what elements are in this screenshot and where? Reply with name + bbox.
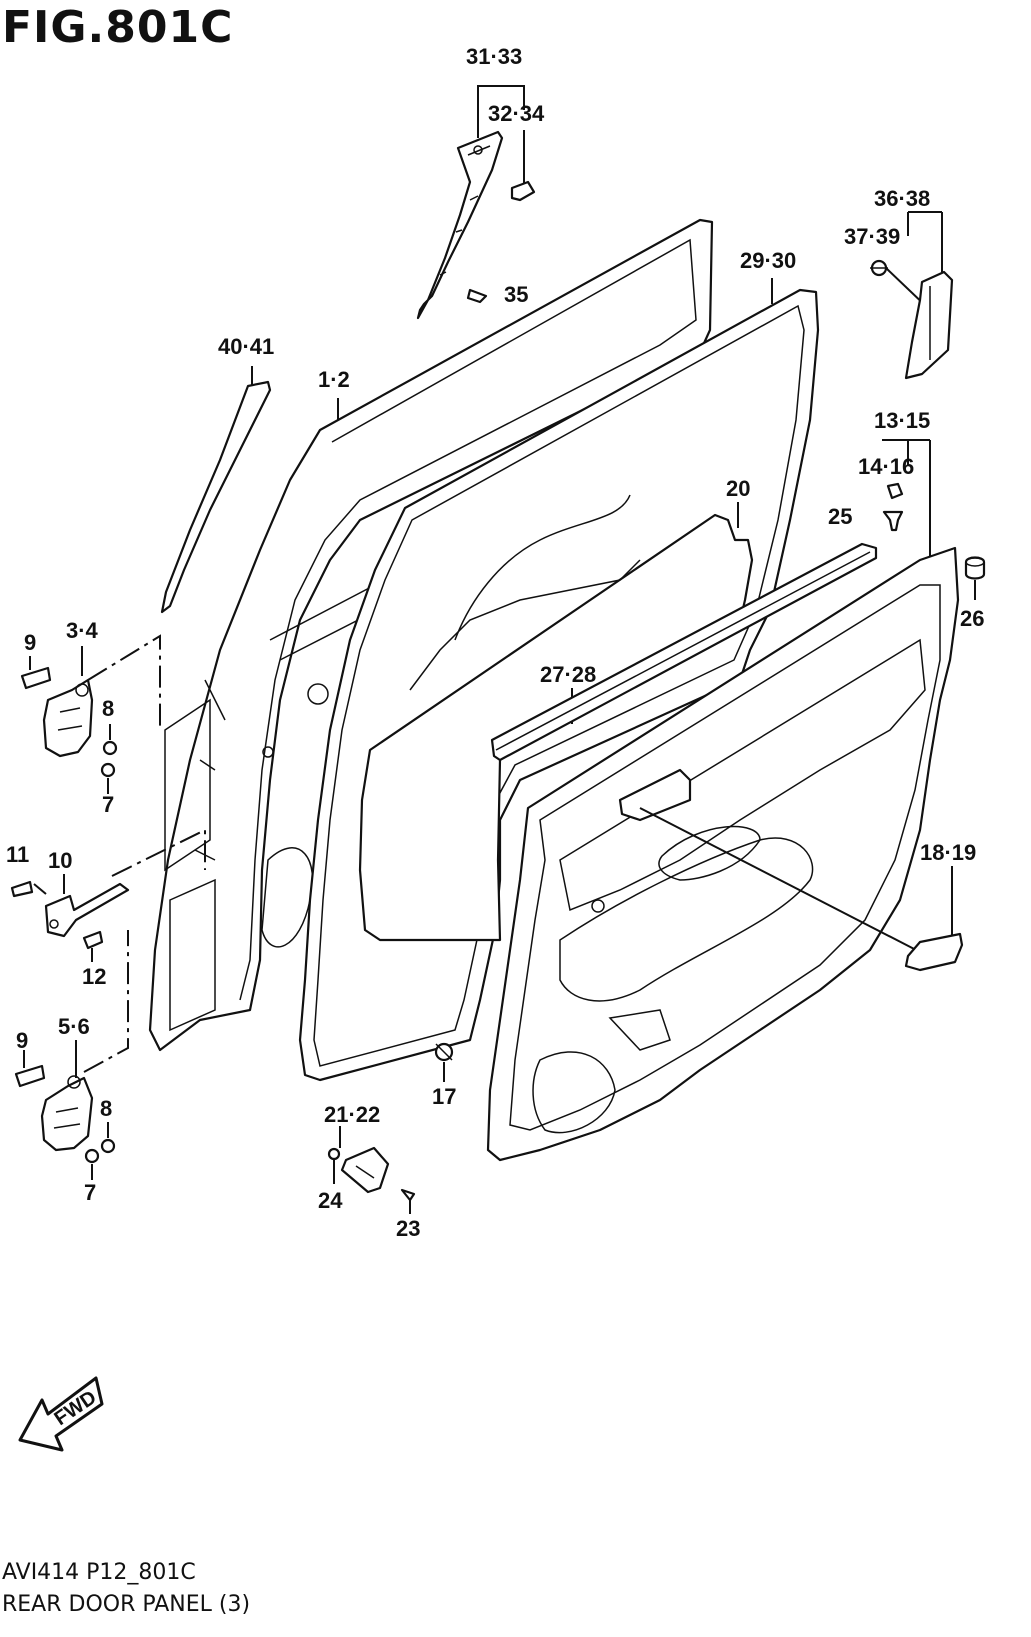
figure-code: AVI414 P12_801C xyxy=(2,1560,196,1585)
cap-26-part xyxy=(964,556,986,580)
nut-8b-part xyxy=(100,1138,116,1154)
clip-17-part xyxy=(434,1042,454,1062)
fwd-arrow-icon: FWD xyxy=(18,1376,104,1452)
handle-cover-part xyxy=(904,932,964,972)
bracket-21-part xyxy=(340,1146,390,1194)
callout-8-lower: 8 xyxy=(100,1096,112,1121)
door-hinge-side-part xyxy=(164,698,216,1032)
callout-3-4: 3·4 xyxy=(66,618,99,643)
clip-37-part xyxy=(870,259,888,277)
nut-8a-part xyxy=(102,740,118,756)
callout-20: 20 xyxy=(726,476,750,501)
callout-31-33: 31·33 xyxy=(466,44,522,69)
callout-29-30: 29·30 xyxy=(740,248,796,273)
callout-7-lower: 7 xyxy=(84,1180,96,1205)
screw-23-part xyxy=(400,1188,416,1202)
garnish-36-part xyxy=(904,270,954,380)
callout-21-22: 21·22 xyxy=(324,1102,380,1127)
callout-11: 11 xyxy=(6,842,29,867)
bolt-12-part xyxy=(82,930,104,950)
clip-14-part xyxy=(886,482,904,500)
moulding-part xyxy=(160,380,272,614)
figure-caption: REAR DOOR PANEL (3) xyxy=(2,1592,251,1617)
pillar-garnish-part xyxy=(416,130,504,320)
callout-9-upper: 9 xyxy=(24,630,36,655)
bolt-9a-part xyxy=(20,666,52,690)
callout-25: 25 xyxy=(828,504,852,529)
callout-12: 12 xyxy=(82,964,106,989)
callout-24: 24 xyxy=(318,1188,343,1213)
callout-9-lower: 9 xyxy=(16,1028,28,1053)
nut-7b-part xyxy=(84,1148,100,1164)
callout-37-39: 37·39 xyxy=(844,224,900,249)
door-trim-part xyxy=(486,546,960,1162)
callout-36-38: 36·38 xyxy=(874,186,930,211)
nut-24-part xyxy=(327,1147,341,1161)
callout-35: 35 xyxy=(504,282,528,307)
callout-18-19: 18·19 xyxy=(920,840,976,865)
bolt-9b-part xyxy=(14,1064,46,1088)
upper-hinge-part xyxy=(42,678,94,758)
callout-17: 17 xyxy=(432,1084,456,1109)
callout-27-28: 27·28 xyxy=(540,662,596,687)
screw-35 xyxy=(466,288,488,304)
nut-7a-part xyxy=(100,762,116,778)
lower-hinge-part xyxy=(40,1075,94,1152)
inner-belt-part xyxy=(490,542,878,762)
callout-7-upper: 7 xyxy=(102,792,114,817)
figure-title: FIG.801C xyxy=(2,2,234,53)
callout-10: 10 xyxy=(48,848,72,873)
bolt-11-part xyxy=(10,880,34,898)
callout-8-upper: 8 xyxy=(102,696,114,721)
callout-32-34: 32·34 xyxy=(488,101,545,126)
door-check-part xyxy=(44,882,130,938)
callout-23: 23 xyxy=(396,1216,420,1241)
clip-part xyxy=(510,180,536,202)
callout-13-15: 13·15 xyxy=(874,408,930,433)
callout-26: 26 xyxy=(960,606,984,631)
callout-1-2: 1·2 xyxy=(318,367,350,392)
callout-40-41: 40·41 xyxy=(218,334,274,359)
callout-5-6: 5·6 xyxy=(58,1014,90,1039)
callout-14-16: 14·16 xyxy=(858,454,914,479)
screw-25-part xyxy=(882,510,904,532)
